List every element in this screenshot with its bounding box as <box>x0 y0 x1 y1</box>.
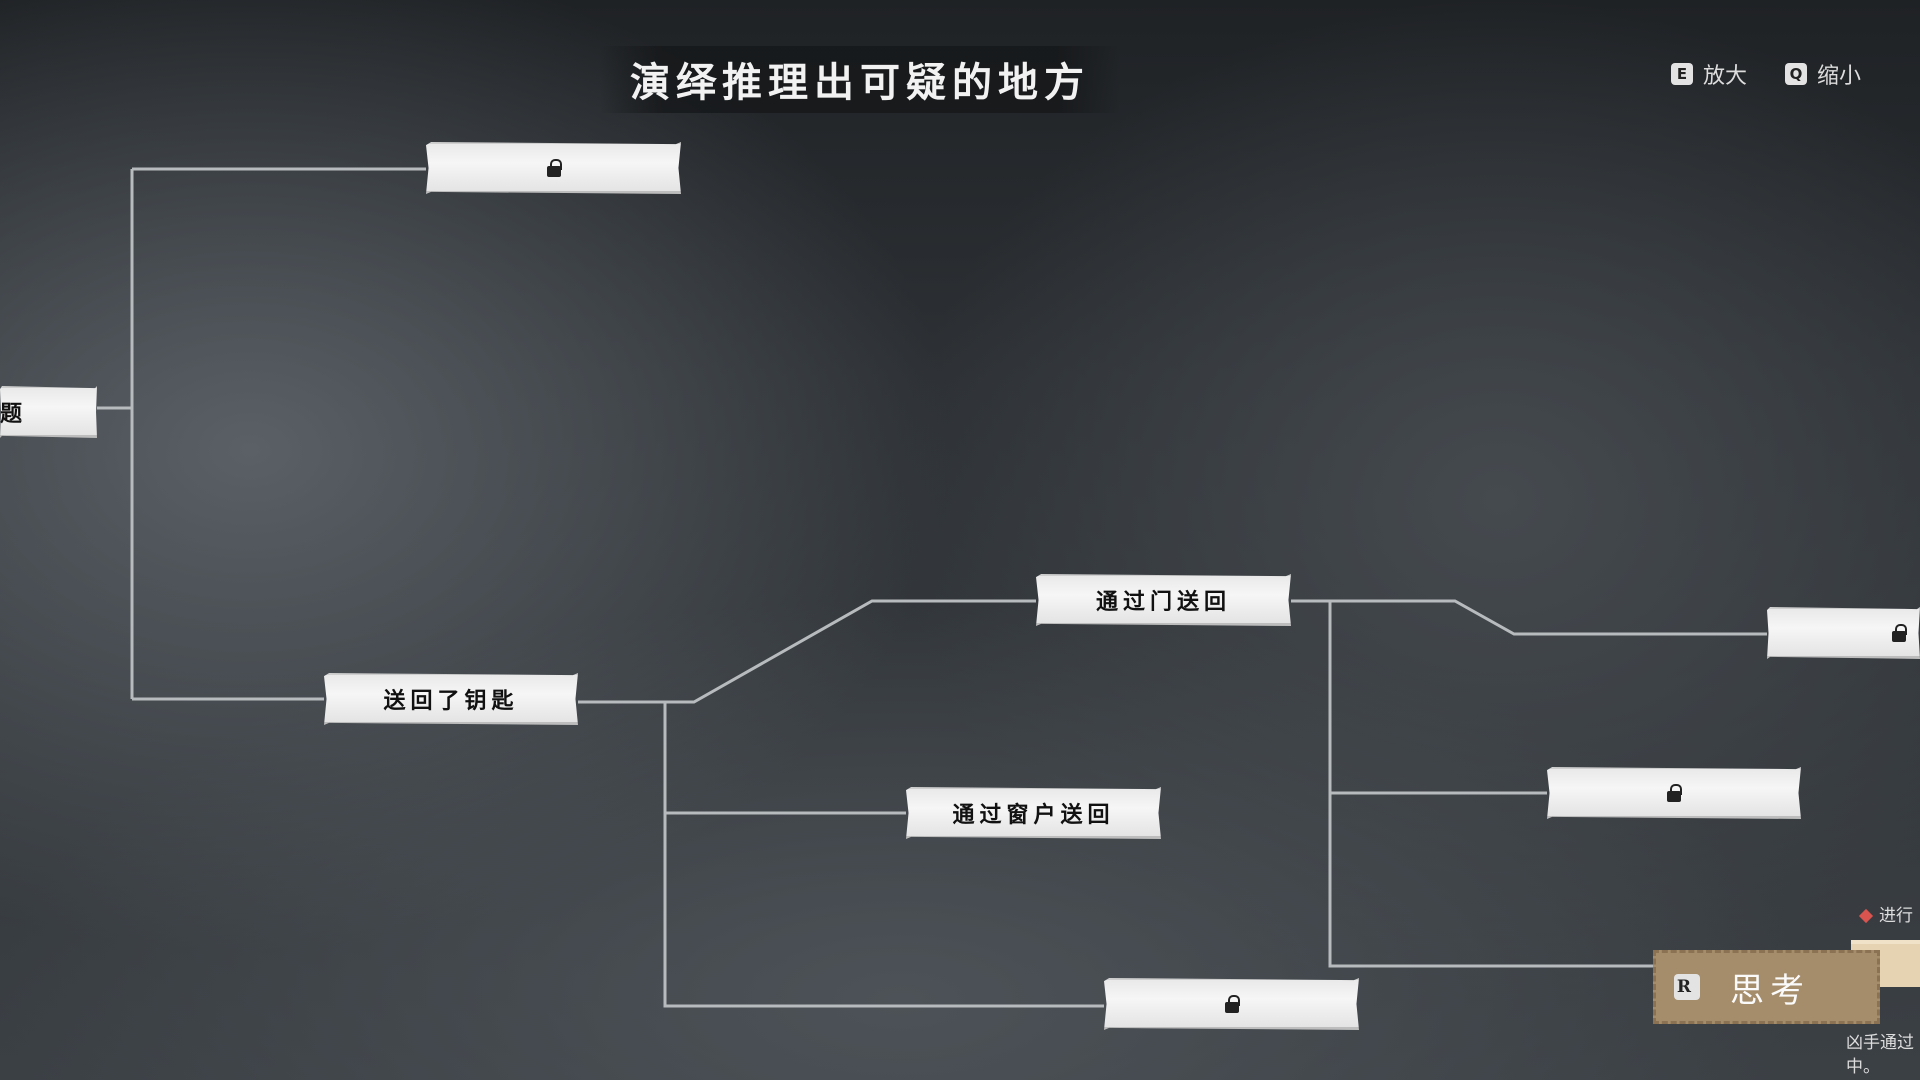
lock-icon <box>1224 994 1240 1013</box>
e-key-icon: E <box>1671 63 1693 85</box>
think-label: 思考 <box>1730 970 1810 1011</box>
zoom-in-label: 放大 <box>1703 64 1748 89</box>
line-branch-3 <box>1328 601 1653 968</box>
node-root[interactable]: 题 <box>0 386 97 438</box>
zoom-in-hint[interactable]: E 放大 <box>1671 58 1747 90</box>
line-from-returned-key <box>578 599 1036 704</box>
lock-icon <box>546 158 562 177</box>
line-from-door <box>1291 599 1767 636</box>
zoom-out-hint[interactable]: Q 缩小 <box>1785 58 1861 90</box>
status-indicator: 进行 <box>1858 901 1913 926</box>
node-locked-right-2[interactable] <box>1547 767 1801 819</box>
node-via-window[interactable]: 通过窗户送回 <box>906 787 1161 839</box>
r-key-icon: R <box>1674 974 1700 1000</box>
side-text-2: 中。 <box>1846 1057 1880 1077</box>
node-locked-top[interactable] <box>426 142 681 194</box>
node-label: 通过窗户送回 <box>952 801 1115 828</box>
page-title: 演绎推理出可疑的地方 <box>630 59 1090 106</box>
status-text: 进行 <box>1879 906 1913 926</box>
lock-icon <box>1667 783 1682 802</box>
lock-icon <box>1892 623 1907 642</box>
think-button[interactable]: R 思考 <box>1653 950 1880 1024</box>
node-via-door[interactable]: 通过门送回 <box>1036 574 1291 626</box>
node-label: 通过门送回 <box>1095 588 1231 615</box>
node-label: 送回了钥匙 <box>383 687 519 714</box>
diamond-marker-icon <box>1858 908 1874 924</box>
side-text-1: 凶手通过 <box>1846 1033 1914 1053</box>
node-returned-key[interactable]: 送回了钥匙 <box>324 673 578 725</box>
node-locked-right-1[interactable] <box>1767 607 1920 659</box>
node-locked-bottom[interactable] <box>1104 978 1359 1030</box>
node-label: 题 <box>0 400 28 427</box>
line-branch-2 <box>663 702 1104 1008</box>
title-band <box>600 46 1120 113</box>
zoom-out-label: 缩小 <box>1817 64 1862 89</box>
q-key-icon: Q <box>1785 63 1807 85</box>
